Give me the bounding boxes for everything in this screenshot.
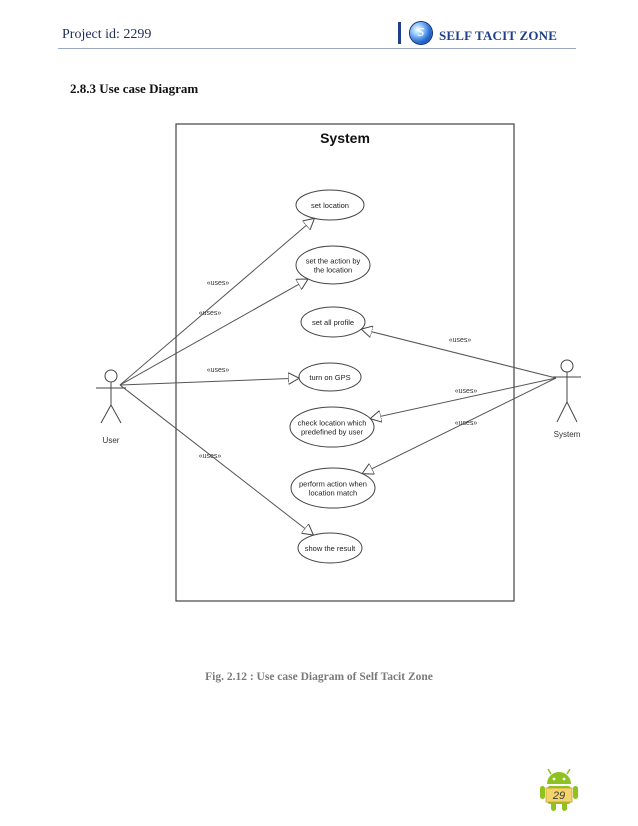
globe-logo-icon: S — [410, 22, 432, 44]
uses-label: «uses» — [207, 280, 230, 287]
use-case: set location — [295, 189, 365, 221]
use-case-label: perform action when — [299, 480, 367, 489]
user-uses-link — [119, 378, 299, 386]
uses-label: «uses» — [199, 310, 222, 317]
page-number-badge: 29 — [540, 768, 578, 811]
brand-name: SELF TACIT ZONE — [439, 28, 558, 43]
uses-label: «uses» — [455, 420, 478, 427]
actor-user-label: User — [103, 436, 120, 445]
use-case: turn on GPS — [298, 362, 362, 392]
page-number: 29 — [552, 790, 565, 802]
use-case-label: location match — [309, 489, 357, 498]
system-title: System — [320, 130, 370, 146]
uses-label: «uses» — [455, 388, 478, 395]
use-case-label: check location which — [298, 419, 367, 428]
user-uses-link — [119, 384, 313, 535]
uses-label: «uses» — [207, 367, 230, 374]
use-case-label: set location — [311, 201, 349, 210]
uses-label: «uses» — [449, 337, 472, 344]
use-case-label: set the action by — [306, 257, 361, 266]
header-divider — [398, 22, 401, 44]
system-uses-link — [362, 377, 557, 474]
actor-user — [96, 369, 126, 424]
use-case-label: the location — [314, 266, 352, 275]
user-uses-link — [119, 218, 314, 386]
system-uses-link — [370, 377, 557, 419]
actor-system-label: System — [554, 430, 581, 439]
use-case: show the result — [297, 532, 363, 564]
system-uses-link — [361, 329, 557, 379]
uses-label: «uses» — [199, 453, 222, 460]
project-id: Project id: 2299 — [62, 27, 152, 42]
use-case-label: set all profile — [312, 318, 354, 327]
use-case-label: turn on GPS — [309, 373, 350, 382]
header-rule — [58, 48, 576, 49]
use-case-label: show the result — [305, 544, 356, 553]
use-case: set all profile — [300, 306, 366, 338]
system-boundary — [175, 123, 515, 602]
user-uses-link — [119, 279, 308, 386]
relations: «uses» «uses» «uses» «uses» «uses» «uses» «use… — [119, 218, 557, 535]
figure-caption: Fig. 2.12 : Use case Diagram of Self Tac… — [205, 671, 433, 683]
section-title: 2.8.3 Use case Diagram — [70, 81, 199, 96]
actor-system — [553, 359, 581, 423]
use-case-label: predefined by user — [301, 428, 364, 437]
